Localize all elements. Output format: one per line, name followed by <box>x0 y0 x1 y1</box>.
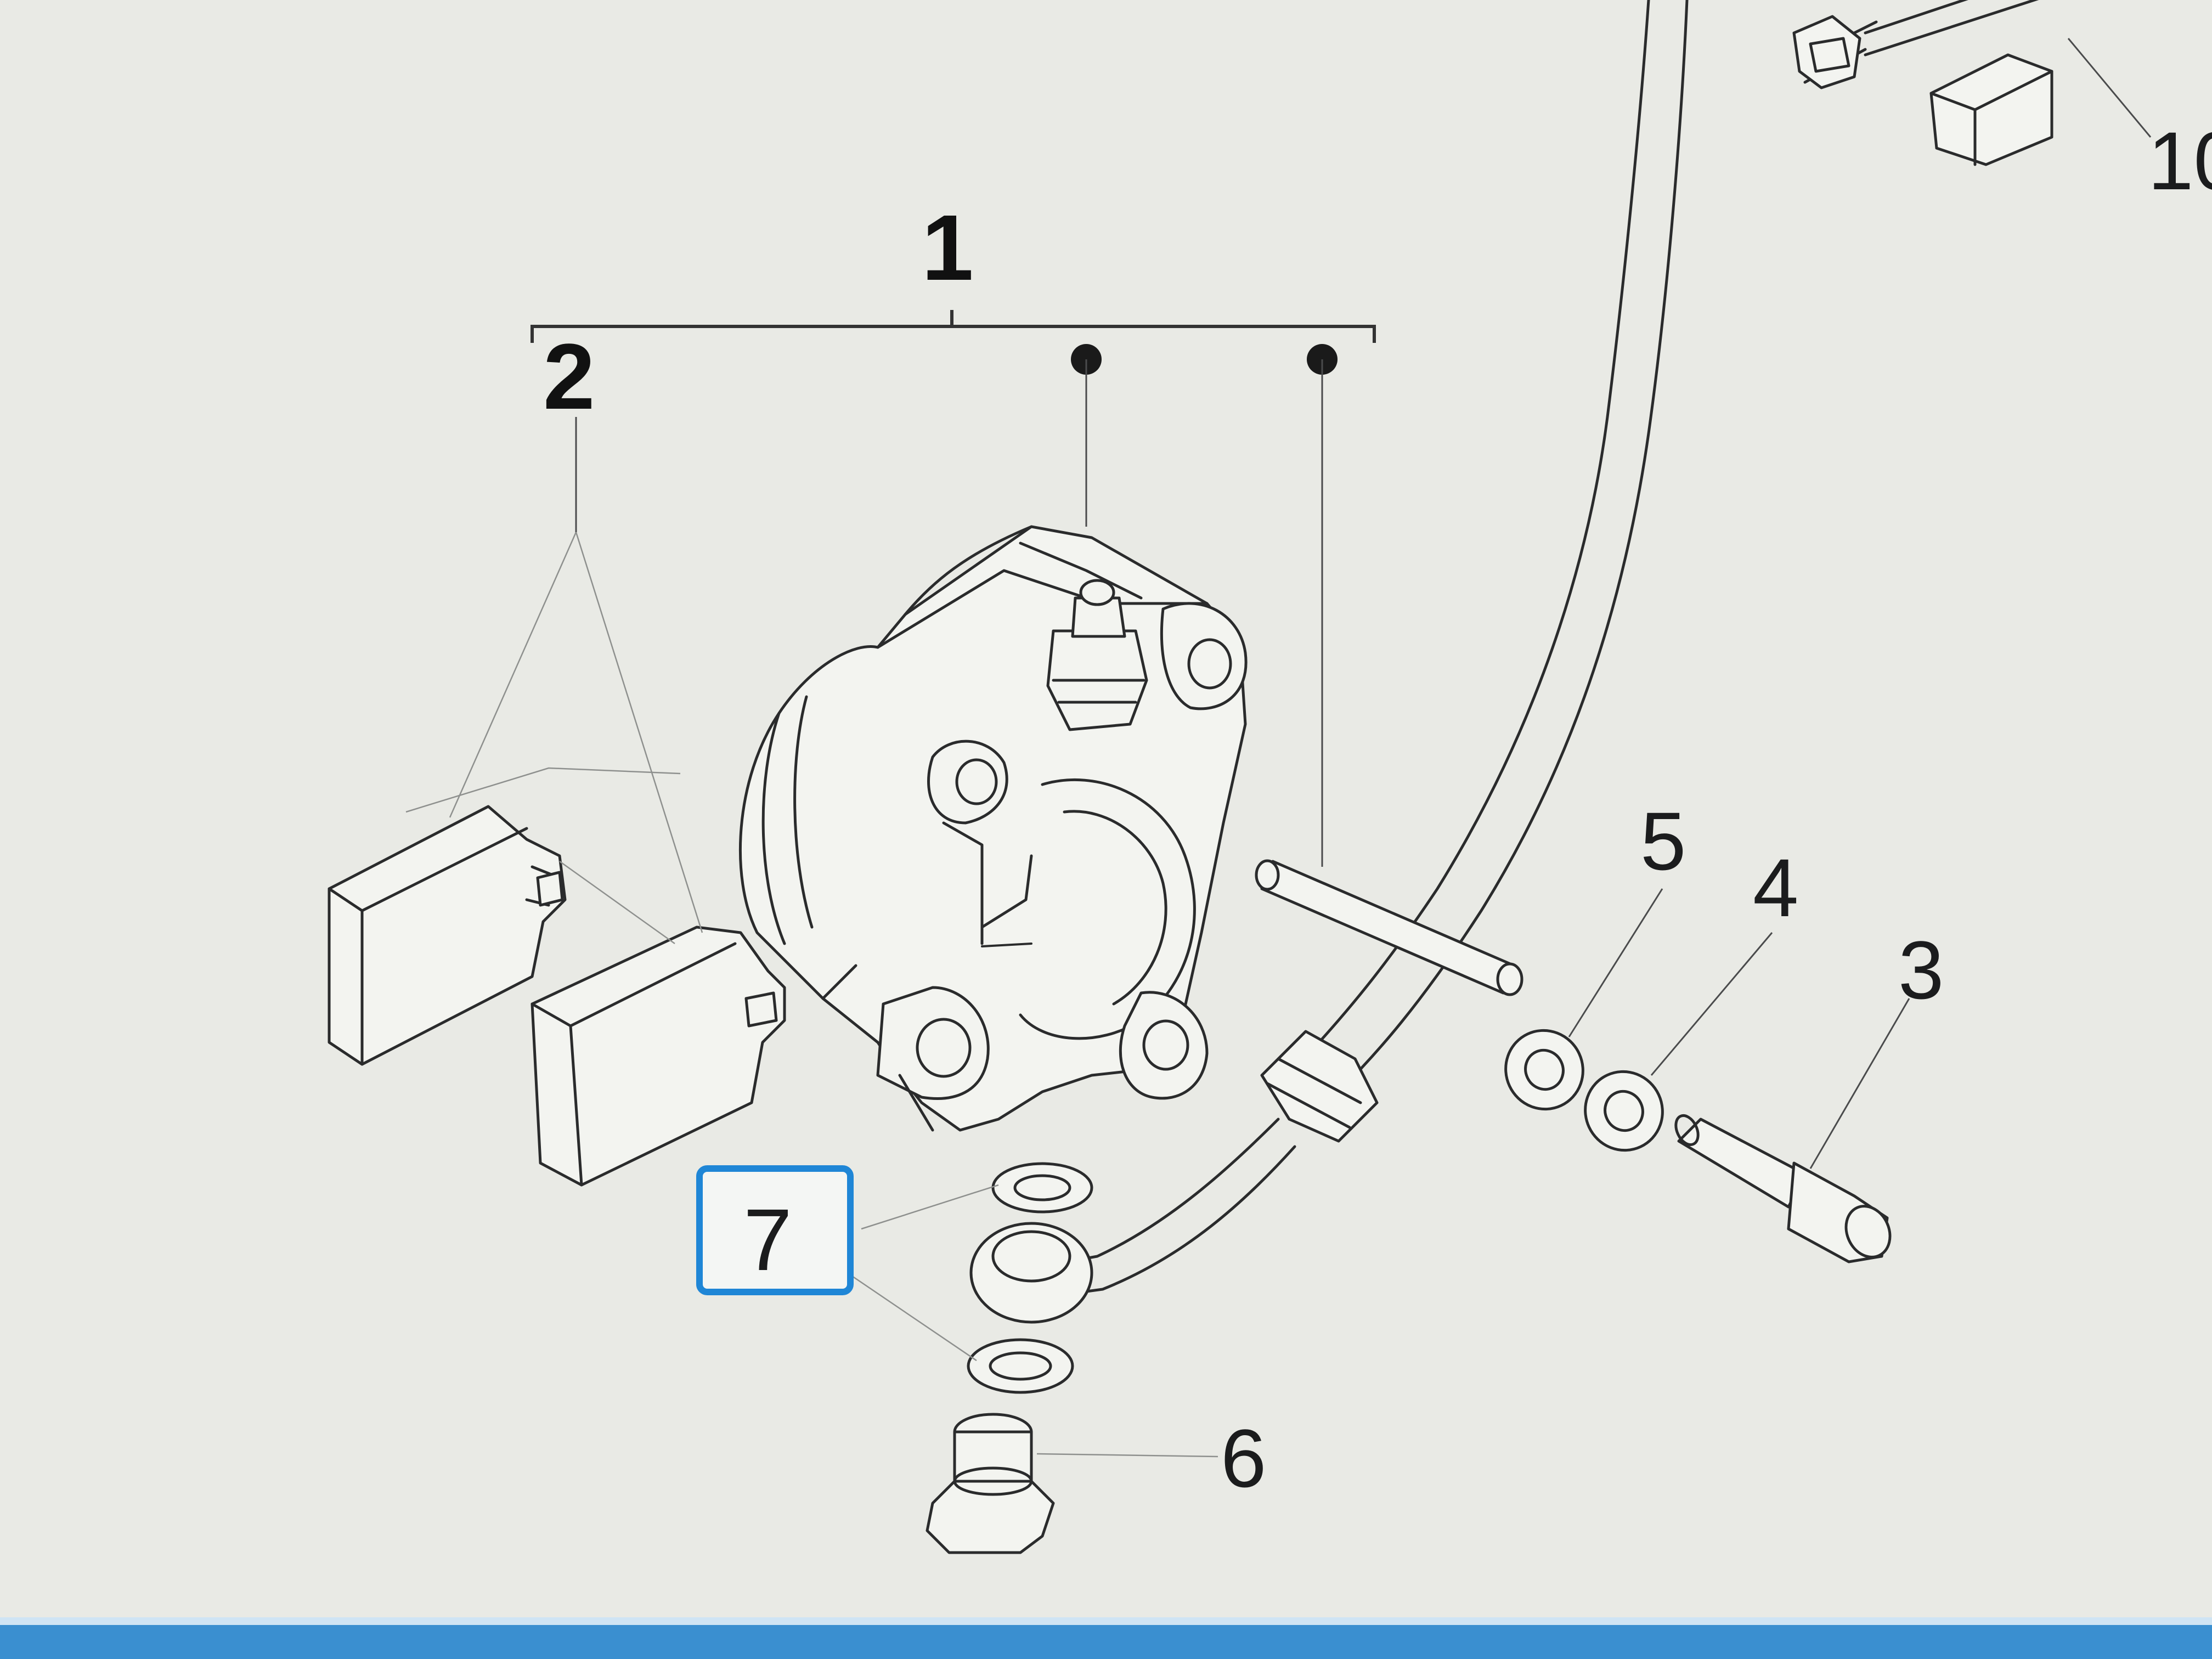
brake-pad-right[interactable] <box>531 926 786 1187</box>
brake-pad-left[interactable] <box>328 805 567 1066</box>
callout-6[interactable]: 6 <box>1221 1412 1266 1504</box>
pads-leaders <box>405 417 703 945</box>
washer-outer[interactable] <box>1493 1018 1596 1122</box>
callout-7-selected[interactable] <box>696 1165 854 1295</box>
callout-7[interactable]: 7 <box>743 1190 792 1289</box>
callout-4[interactable]: 4 <box>1753 842 1798 934</box>
sealing-washer-lower[interactable] <box>967 1338 1074 1394</box>
bottom-bar <box>0 1624 2212 1659</box>
leader-3 <box>1809 998 1910 1169</box>
banjo-bolt[interactable] <box>926 1413 1055 1554</box>
banjo-fitting[interactable] <box>969 1222 1093 1324</box>
sealing-washer-upper[interactable] <box>991 1162 1093 1214</box>
callout-10[interactable]: 10 <box>2148 115 2212 207</box>
assembly-bracket <box>531 310 1376 867</box>
callout-3[interactable]: 3 <box>1898 924 1944 1016</box>
callout-5[interactable]: 5 <box>1640 795 1686 887</box>
caliper-body[interactable] <box>739 525 1248 1132</box>
guide-pin[interactable] <box>1255 859 1523 996</box>
caliper-bolt[interactable] <box>1672 1112 1898 1265</box>
leader-4 <box>1650 932 1773 1076</box>
brake-hose[interactable] <box>1035 0 1689 1299</box>
callout-1[interactable]: 1 <box>922 196 974 300</box>
bottom-bar-highlight <box>0 1617 2212 1625</box>
leader-5 <box>1568 888 1663 1037</box>
part-10-partial[interactable] <box>1792 0 2152 166</box>
washer-inner[interactable] <box>1572 1059 1675 1163</box>
callout-2[interactable]: 2 <box>543 325 595 429</box>
leader-6 <box>1036 1453 1218 1458</box>
